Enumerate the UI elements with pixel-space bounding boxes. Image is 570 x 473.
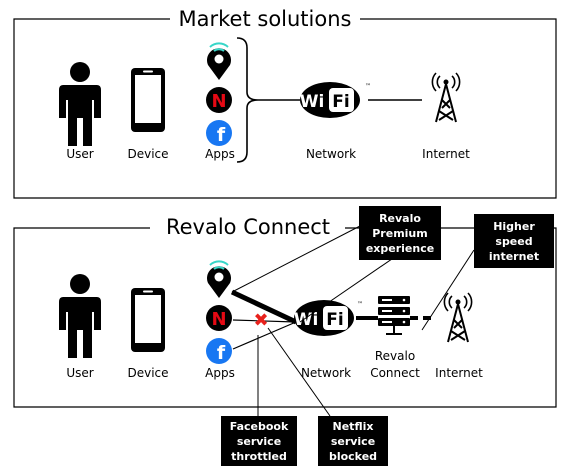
- label-device: Device: [127, 147, 168, 161]
- netflix-app-icon: N: [206, 305, 232, 331]
- label-device: Device: [127, 366, 168, 380]
- svg-text:Wi: Wi: [294, 310, 319, 330]
- location-pin-app-icon: [206, 42, 232, 81]
- callout-premium-experience: Revalo Premium experience: [359, 206, 441, 260]
- user-icon: [59, 274, 101, 358]
- svg-text:experience: experience: [366, 242, 434, 255]
- svg-text:N: N: [211, 309, 226, 330]
- svg-text:Revalo: Revalo: [379, 212, 421, 225]
- svg-text:f: f: [217, 342, 226, 364]
- label-user: User: [66, 366, 93, 380]
- label-apps: Apps: [205, 366, 235, 380]
- blocked-x-mark: ✖: [253, 310, 268, 331]
- market-solutions-panel: Market solutions: [13, 7, 557, 199]
- smartphone-icon: [131, 288, 165, 352]
- svg-text:Wi: Wi: [300, 92, 325, 112]
- svg-text:throttled: throttled: [231, 450, 287, 463]
- svg-text:Netflix: Netflix: [333, 420, 374, 433]
- callout-higher-speed: Higher speed internet: [474, 214, 554, 268]
- label-revalo-connect-line1: Revalo: [375, 349, 415, 363]
- label-internet: Internet: [422, 147, 470, 161]
- wifi-logo: Wi Fi ™: [294, 300, 363, 336]
- svg-text:f: f: [217, 124, 226, 146]
- cell-tower-icon: [431, 72, 461, 123]
- revalo-connect-title: Revalo Connect: [166, 215, 330, 239]
- svg-text:service: service: [331, 435, 375, 448]
- label-user: User: [66, 147, 93, 161]
- svg-text:Facebook: Facebook: [230, 420, 289, 433]
- smartphone-icon: [131, 68, 165, 132]
- callout-facebook-throttled: Facebook service throttled: [221, 416, 297, 466]
- user-icon: [59, 62, 101, 146]
- svg-text:™: ™: [357, 301, 363, 308]
- callout-netflix-blocked: Netflix service blocked: [318, 416, 388, 466]
- svg-text:Fi: Fi: [326, 310, 343, 330]
- svg-text:™: ™: [365, 83, 371, 90]
- label-internet: Internet: [435, 366, 483, 380]
- apps-bracket: [236, 37, 259, 163]
- wifi-logo: Wi Fi ™: [300, 82, 371, 118]
- server-icon: [378, 296, 410, 335]
- svg-text:blocked: blocked: [329, 450, 377, 463]
- label-network: Network: [306, 147, 356, 161]
- label-revalo-connect-line2: Connect: [370, 366, 420, 380]
- premium-connection-line: [230, 289, 298, 325]
- svg-text:N: N: [211, 91, 226, 112]
- facebook-connection-line: [232, 321, 297, 350]
- facebook-app-icon: f: [206, 338, 232, 364]
- facebook-app-icon: f: [206, 120, 232, 146]
- label-apps: Apps: [205, 147, 235, 161]
- netflix-connection-line: [232, 319, 297, 323]
- netflix-callout-leader: [267, 327, 331, 417]
- svg-text:speed: speed: [495, 235, 532, 248]
- svg-text:Premium: Premium: [372, 227, 427, 240]
- speed-callout-leader: [421, 249, 475, 331]
- svg-text:service: service: [237, 435, 281, 448]
- cell-tower-icon: [443, 292, 473, 343]
- svg-text:Higher: Higher: [493, 220, 535, 233]
- svg-text:Fi: Fi: [332, 92, 349, 112]
- netflix-app-icon: N: [206, 87, 232, 113]
- svg-text:internet: internet: [489, 250, 539, 263]
- label-network: Network: [301, 366, 351, 380]
- premium-callout-leader: [231, 225, 361, 293]
- market-solutions-title: Market solutions: [179, 7, 352, 31]
- location-pin-app-icon: [206, 260, 232, 299]
